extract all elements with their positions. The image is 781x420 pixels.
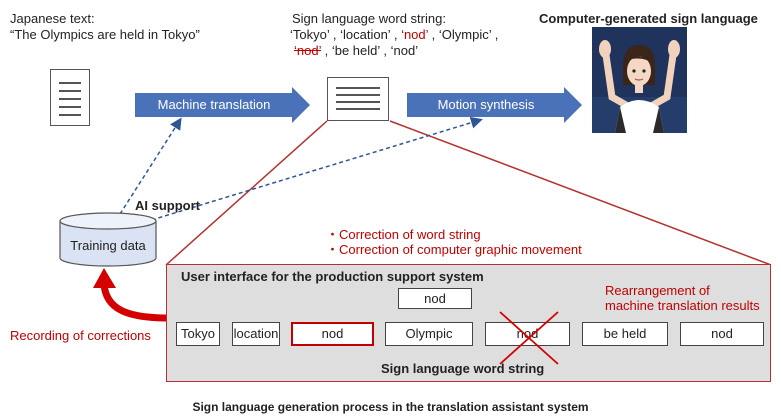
zoom-line-right <box>389 120 772 266</box>
machine-translation-label: Machine translation <box>135 93 293 117</box>
rearrangement-note-line-2: machine translation results <box>605 298 760 313</box>
word-box-olympic[interactable]: Olympic <box>385 322 473 346</box>
token: ‘Tokyo’ <box>290 27 330 42</box>
token: ‘Olympic’ <box>438 27 492 42</box>
rearrangement-note-line-1: Rearrangement of <box>605 283 710 298</box>
word-string-document-icon <box>327 77 389 121</box>
token: ‘location’ <box>340 27 391 42</box>
figure-caption: Sign language generation process in the … <box>192 400 589 414</box>
moved-word-box[interactable]: nod <box>398 288 472 309</box>
word-box-tokyo[interactable]: Tokyo <box>176 322 220 346</box>
ai-support-arrow-mt <box>119 117 182 215</box>
training-data-cylinder <box>59 212 157 267</box>
japanese-text-document-icon <box>50 69 90 126</box>
arrowhead-icon <box>564 87 582 123</box>
sign-language-avatar-image <box>592 27 687 133</box>
recording-arrow <box>100 283 171 322</box>
ui-panel-caption: Sign language word string <box>381 361 545 376</box>
motion-synthesis-label: Motion synthesis <box>407 93 565 117</box>
ai-support-arrow-ms <box>144 116 483 223</box>
recording-of-corrections-label: Recording of corrections <box>10 328 151 343</box>
word-box-be-held[interactable]: be held <box>582 322 668 346</box>
zoom-line-left <box>165 120 328 266</box>
ui-panel-title: User interface for the production suppor… <box>181 269 484 284</box>
training-data-label: Training data <box>70 238 146 253</box>
word-box-nod-inserted[interactable]: nod <box>291 322 374 346</box>
arrowhead-icon <box>292 87 310 123</box>
word-string-line-1: ‘Tokyo’ , ‘location’ , ‘nod’ , ‘Olympic’… <box>290 27 499 42</box>
avatar-figure-icon <box>592 27 687 133</box>
output-heading: Computer-generated sign language <box>539 11 758 26</box>
correction-word-string: ・Correction of word string <box>326 227 481 242</box>
word-box-location[interactable]: location <box>232 322 280 346</box>
correction-cg-movement: ・Correction of computer graphic movement <box>326 242 582 257</box>
word-string-line-2: ‘nod’ , ‘be held’ , ‘nod’ <box>294 43 419 58</box>
input-sentence: “The Olympics are held in Tokyo” <box>10 27 200 42</box>
token: ‘be held’ <box>331 43 380 58</box>
token: ‘nod’ <box>390 43 419 58</box>
ai-support-label: AI support <box>135 198 200 213</box>
input-heading: Japanese text: <box>10 11 95 26</box>
word-box-nod-final[interactable]: nod <box>680 322 764 346</box>
word-string-heading: Sign language word string: <box>292 11 446 26</box>
word-box-nod-removed[interactable]: nod <box>485 322 570 346</box>
token-highlighted: ‘nod’ <box>401 27 429 42</box>
token-deleted: ‘nod’ <box>294 43 321 58</box>
